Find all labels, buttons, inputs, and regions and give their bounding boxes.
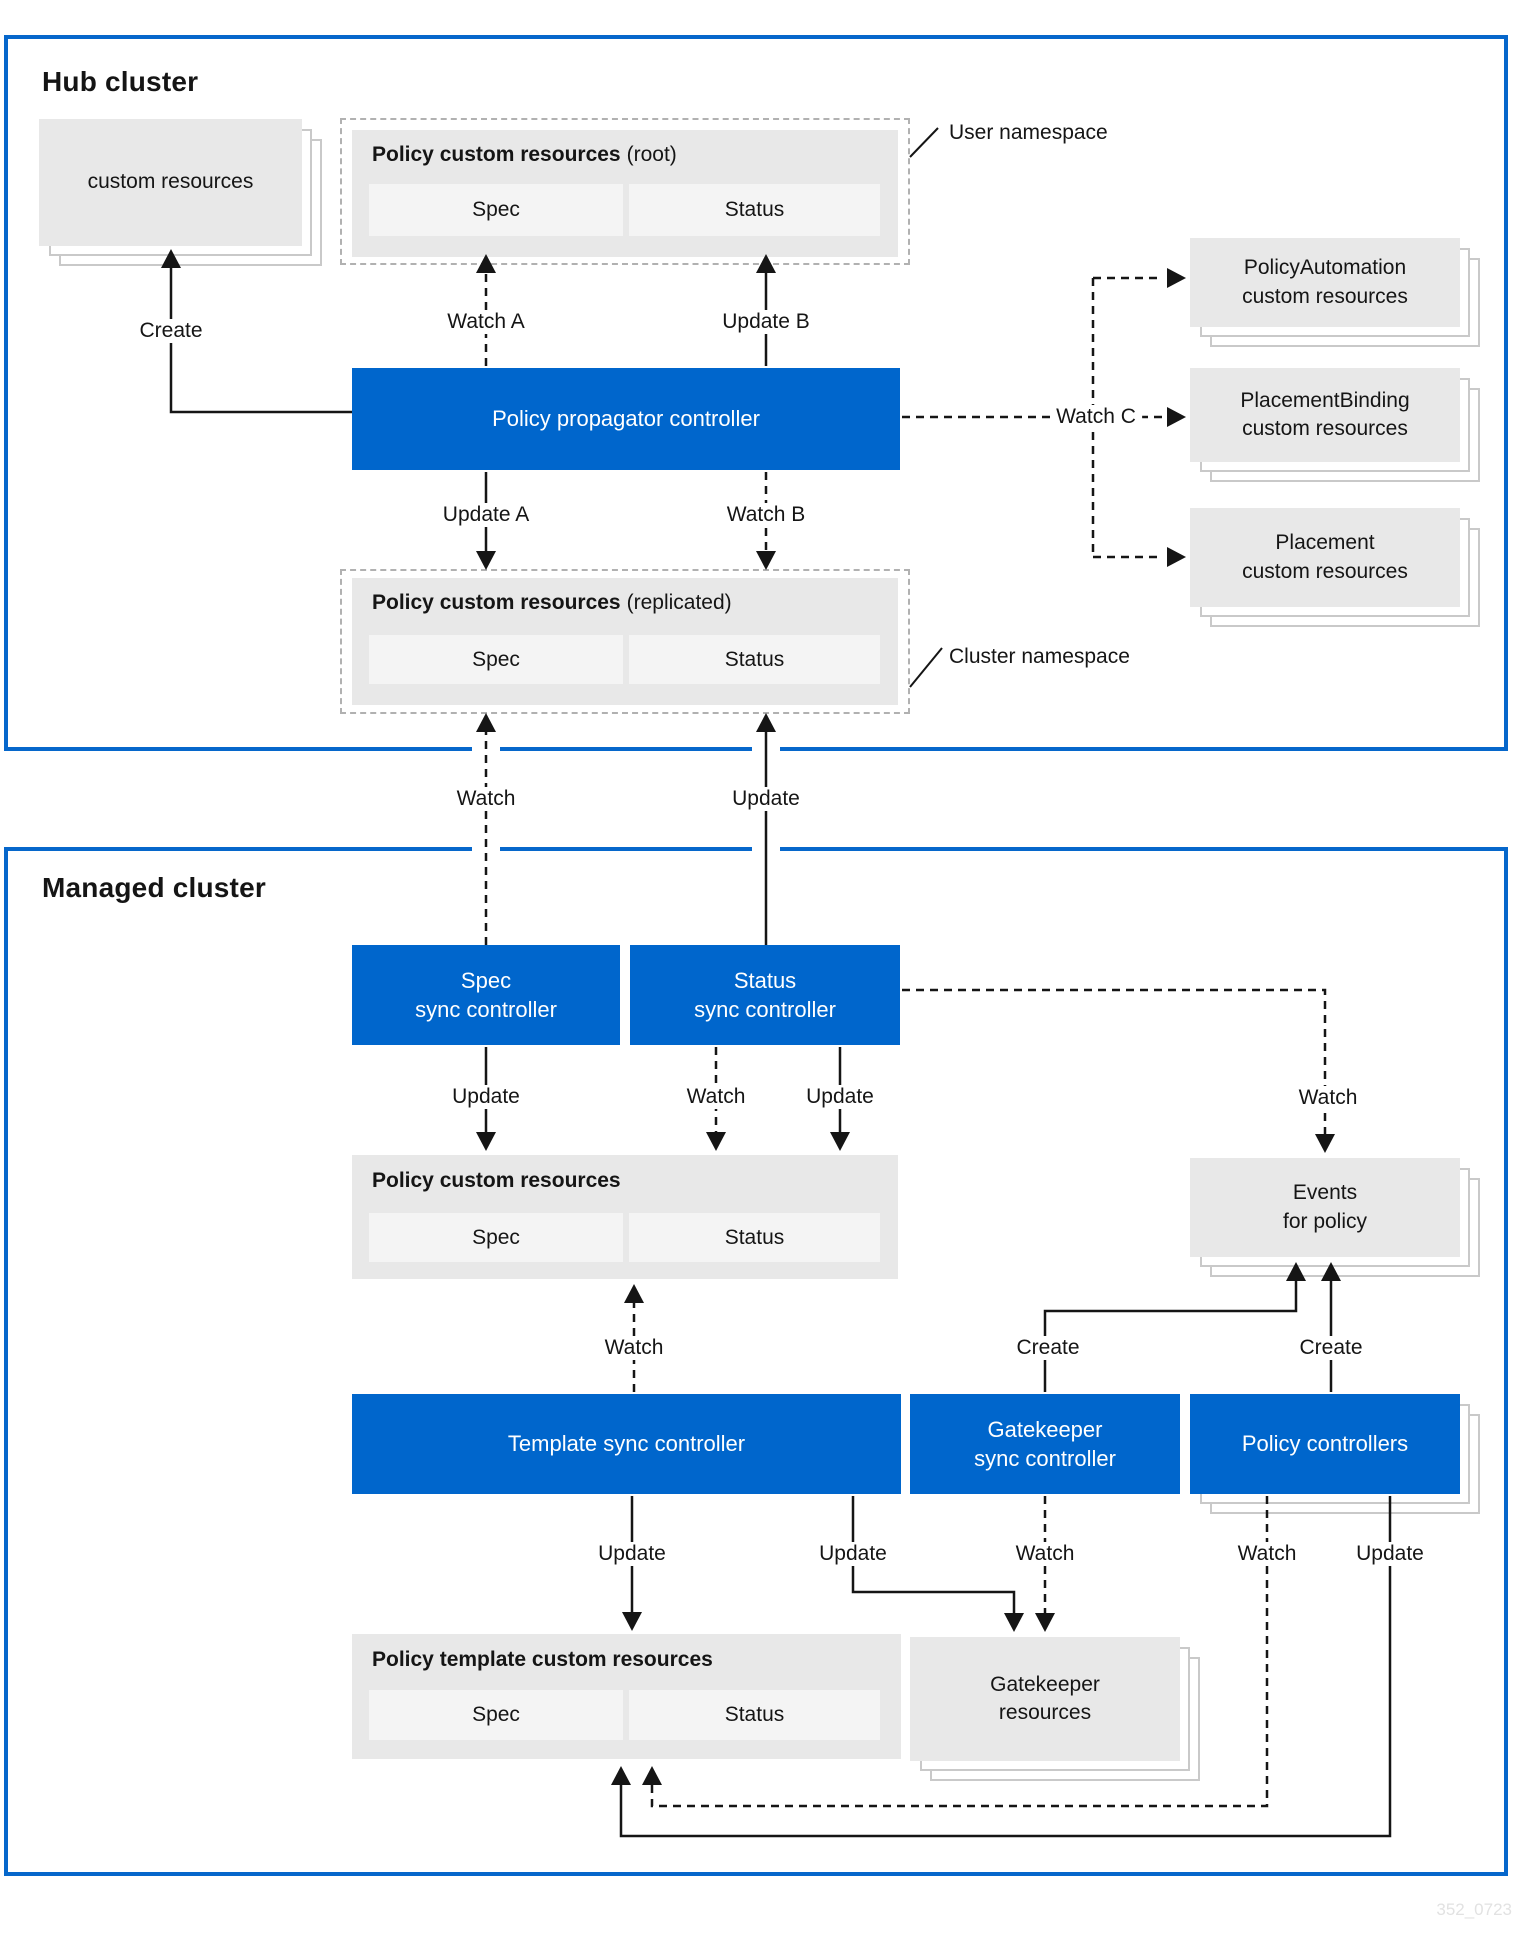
template-status-box: Status [629,1690,880,1740]
managed-spec-box: Spec [369,1213,623,1262]
label-update-specsync: Update [446,1085,526,1109]
gatekeeper-sync-controller: Gatekeeper sync controller [910,1394,1180,1494]
label-watch-templatesync: Watch [598,1336,670,1360]
replicated-spec-box: Spec [369,635,623,684]
policyautomation-line2: custom resources [1242,284,1408,308]
gatekeeper-resources-stack: Gatekeeper resources [910,1637,1200,1781]
gatekeeper-resources-line2: resources [998,1701,1092,1724]
policy-propagator-controller: Policy propagator controller [352,368,900,470]
policyautomation-line1: PolicyAutomation [1243,256,1407,280]
template-sync-label: Template sync controller [507,1431,746,1457]
label-create-gatekeeper: Create [1010,1336,1086,1360]
policy-controllers-label: Policy controllers [1241,1431,1409,1457]
managed-cluster-title: Managed cluster [42,872,266,903]
policy-controllers-box: Policy controllers [1190,1394,1460,1494]
status-sync-controller: Status sync controller [630,945,900,1045]
events-stack: Events for policy [1190,1158,1480,1277]
placement-stack: Placement custom resources [1190,508,1480,627]
events-line2: for policy [1282,1209,1368,1233]
replicated-status-label: Status [724,647,785,671]
root-policy-title: Policy custom resources(root) [372,143,677,166]
label-create-policyctrl: Create [1293,1336,1369,1360]
hub-cluster-title: Hub cluster [42,66,199,97]
managed-policy-resources-title: Policy custom resources [372,1169,621,1192]
gatekeeper-sync-line2: sync controller [974,1446,1116,1471]
label-watch-gatekeeper: Watch [1009,1542,1081,1566]
status-sync-line2: sync controller [694,997,836,1022]
managed-spec-label: Spec [472,1225,520,1249]
label-watch-intercluster: Watch [450,787,522,811]
root-status-label: Status [724,198,785,221]
template-sync-controller: Template sync controller [352,1394,901,1494]
placementbinding-line1: PlacementBinding [1240,388,1410,412]
spec-sync-controller: Spec sync controller [352,945,620,1045]
label-update-intercluster: Update [726,787,806,811]
template-resources-title: Policy template custom resources [372,1648,713,1671]
events-for-policy-box: Events for policy [1190,1158,1460,1257]
status-sync-line1: Status [733,967,797,993]
label-watch-statussync: Watch [680,1085,752,1109]
figure-id-watermark: 352_0723 [1436,1900,1512,1919]
placement-box: Placement custom resources [1190,508,1460,607]
template-resources-box: Policy template custom resources Spec St… [352,1634,901,1759]
label-watch-events: Watch [1292,1086,1364,1110]
label-watch-c: Watch C [1050,405,1142,429]
policyautomation-stack: PolicyAutomation custom resources [1190,238,1480,347]
template-spec-label: Spec [472,1703,520,1726]
root-policy-box: Policy custom resources(root) Spec Statu… [352,130,898,257]
replicated-policy-title: Policy custom resources(replicated) [372,591,732,614]
policy-propagator-label: Policy propagator controller [492,406,760,432]
label-update-a: Update A [436,503,536,527]
root-spec-label: Spec [472,198,520,221]
gatekeeper-resources-box: Gatekeeper resources [910,1637,1180,1761]
gatekeeper-sync-line1: Gatekeeper [987,1416,1103,1442]
placement-line2: custom resources [1242,559,1408,583]
replicated-spec-label: Spec [472,647,520,671]
placement-line1: Placement [1275,531,1375,555]
placementbinding-box: PlacementBinding custom resources [1190,368,1460,462]
root-spec-box: Spec [369,184,623,236]
label-watch-b: Watch B [720,503,812,527]
custom-resources-label: custom resources [87,170,254,194]
policyautomation-box: PolicyAutomation custom resources [1190,238,1460,327]
cluster-namespace-box [340,569,910,714]
custom-resources-box: custom resources [39,119,302,246]
managed-status-box: Status [629,1213,880,1262]
label-cluster-namespace: Cluster namespace [945,645,1134,669]
policy-controllers-stack: Policy controllers [1190,1394,1480,1514]
placementbinding-line2: custom resources [1242,417,1408,440]
replicated-policy-box: Policy custom resources(replicated) Spec… [352,578,898,705]
managed-policy-resources-box: Policy custom resources Spec Status [352,1155,898,1279]
label-update-template1: Update [592,1542,672,1566]
label-create-hub: Create [133,319,209,343]
placementbinding-stack: PlacementBinding custom resources [1190,368,1480,482]
template-spec-box: Spec [369,1690,623,1740]
label-update-statussync: Update [800,1085,880,1109]
label-user-namespace: User namespace [945,121,1112,145]
custom-resources-stack: custom resources [39,119,322,266]
replicated-status-box: Status [629,635,880,684]
user-namespace-box [340,118,910,265]
label-watch-a: Watch A [441,310,531,334]
spec-sync-line2: sync controller [415,997,557,1022]
label-update-b: Update B [716,310,816,334]
label-update-policyctrl: Update [1350,1542,1430,1566]
spec-sync-line1: Spec [460,967,512,993]
events-line1: Events [1292,1181,1358,1205]
label-watch-policyctrl: Watch [1231,1542,1303,1566]
label-update-template2: Update [813,1542,893,1566]
gatekeeper-resources-line1: Gatekeeper [990,1672,1100,1696]
template-status-label: Status [724,1703,785,1726]
managed-status-label: Status [724,1225,785,1249]
root-status-box: Status [629,184,880,236]
